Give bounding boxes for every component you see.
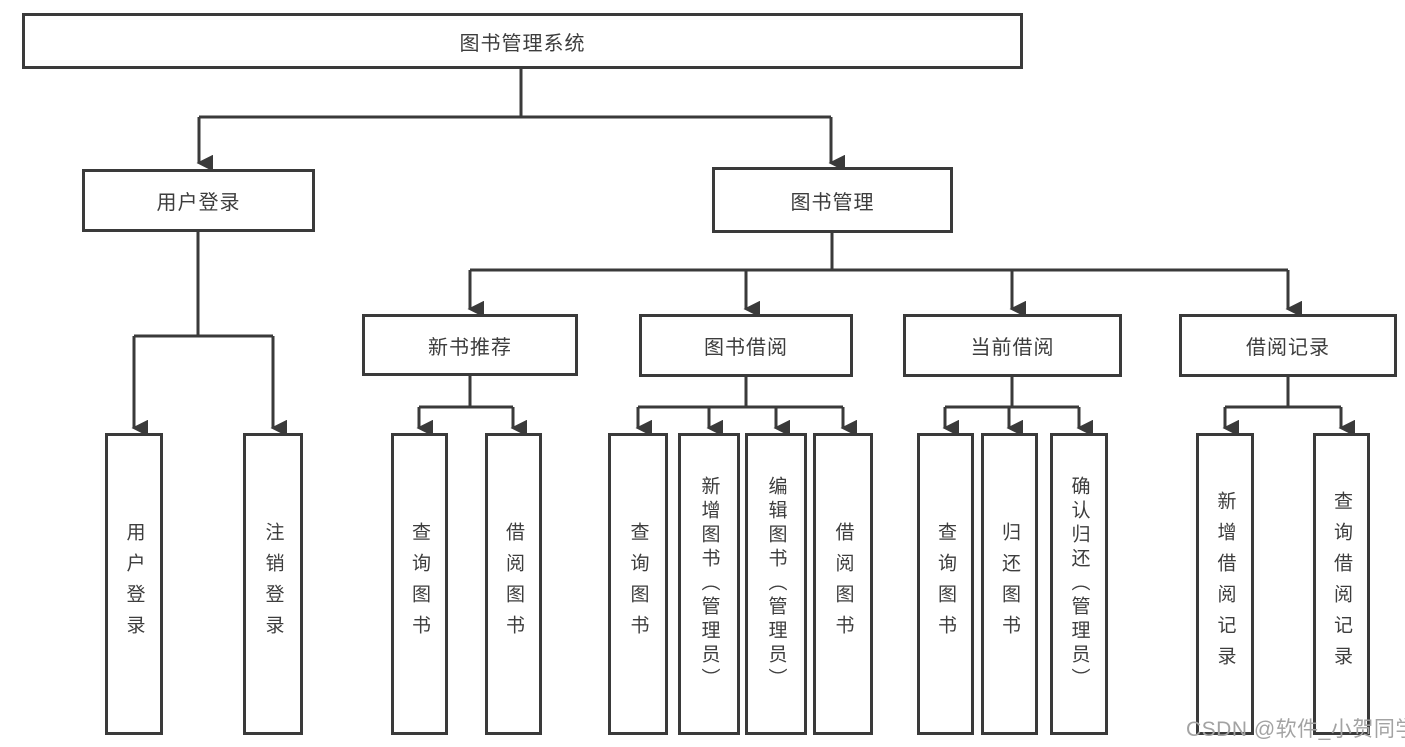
node-root: 图书管理系统 [22, 13, 1023, 69]
leaf-label: 查询借阅记录 [1331, 491, 1352, 677]
leaf-label: 借阅图书 [832, 522, 854, 646]
leaf-label: 编辑图书（管理员） [765, 476, 787, 692]
node-leaf-add-books-admin: 新增图书（管理员） [678, 433, 740, 735]
node-leaf-logout: 注销登录 [243, 433, 303, 735]
node-leaf-return-books: 归还图书 [981, 433, 1038, 735]
connector-book-borrow [638, 377, 843, 409]
leaf-label: 确认归还（管理员） [1068, 476, 1090, 692]
node-leaf-query-books-2: 查询图书 [608, 433, 668, 735]
connector-user-login [134, 232, 273, 338]
node-leaf-query-books-1: 查询图书 [391, 433, 448, 735]
node-leaf-confirm-return-admin: 确认归还（管理员） [1050, 433, 1108, 735]
leaf-label: 归还图书 [999, 522, 1020, 646]
leaf-label: 新增借阅记录 [1214, 491, 1236, 677]
node-leaf-query-borrow-record: 查询借阅记录 [1313, 433, 1370, 735]
node-book-borrow: 图书借阅 [639, 314, 853, 377]
node-user-login: 用户登录 [82, 169, 315, 232]
node-borrow-records: 借阅记录 [1179, 314, 1397, 377]
node-leaf-borrow-books-2: 借阅图书 [813, 433, 873, 735]
leaf-label: 用户登录 [123, 522, 145, 646]
connector-book-management [470, 233, 1288, 272]
leaf-label: 注销登录 [262, 522, 284, 646]
leaf-label: 查询图书 [935, 522, 956, 646]
node-current-borrow: 当前借阅 [903, 314, 1122, 377]
connector-borrow-records [1225, 377, 1341, 409]
leaf-label: 查询图书 [409, 522, 430, 646]
node-new-book-recommend: 新书推荐 [362, 314, 578, 376]
connector-current-borrow [945, 377, 1079, 409]
node-leaf-query-books-3: 查询图书 [917, 433, 974, 735]
node-book-management: 图书管理 [712, 167, 953, 233]
csdn-watermark: CSDN @软件_小贺同学 [1186, 718, 1405, 741]
leaf-label: 新增图书（管理员） [698, 476, 720, 692]
node-leaf-edit-books-admin: 编辑图书（管理员） [745, 433, 807, 735]
leaf-label: 查询图书 [627, 522, 649, 646]
node-leaf-add-borrow-record: 新增借阅记录 [1196, 433, 1254, 735]
node-leaf-borrow-books-1: 借阅图书 [485, 433, 542, 735]
connector-new-book-rec [419, 376, 513, 409]
connector-root [199, 69, 831, 119]
node-leaf-user-login: 用户登录 [105, 433, 163, 735]
leaf-label: 借阅图书 [503, 522, 524, 646]
